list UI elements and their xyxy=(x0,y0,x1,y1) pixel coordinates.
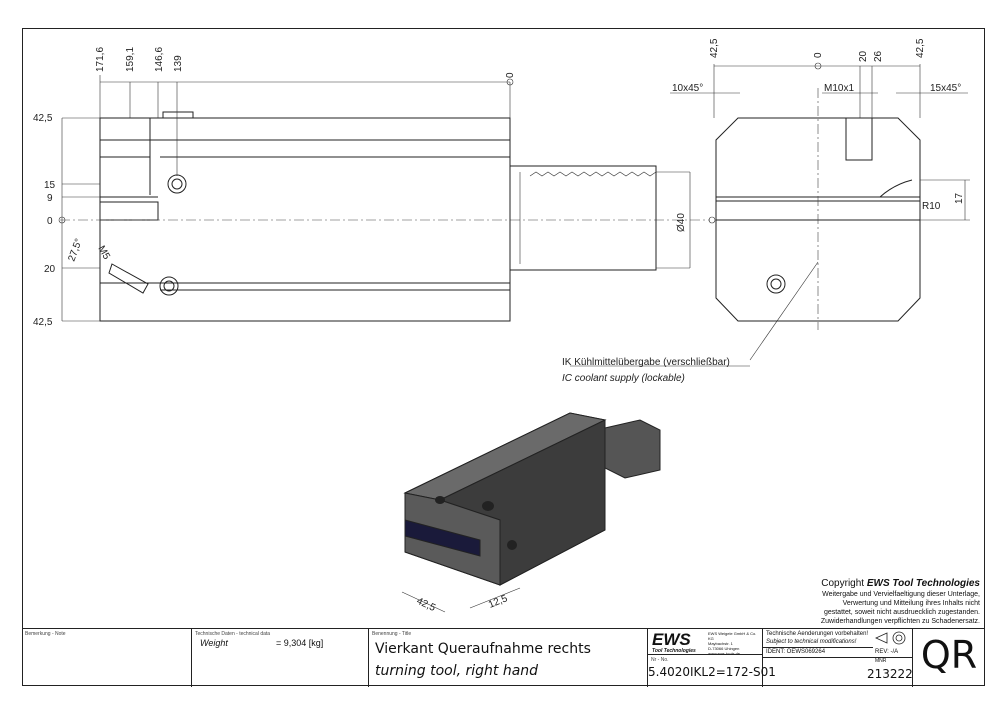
mnr-header: MNR xyxy=(875,658,887,664)
dim-42-5-top: 42,5 xyxy=(33,113,53,124)
rev-cell: REV: -/A MNR 213222 xyxy=(867,629,913,687)
copyright-line: Weitergabe und Vervielfaeltigung dieser … xyxy=(822,591,980,598)
radius-r10: R10 xyxy=(922,201,941,212)
dim-42-5-left-front: 42,5 xyxy=(709,38,720,58)
dim-139: 139 xyxy=(173,55,184,72)
dim-171-6: 171,6 xyxy=(95,47,106,72)
isometric-view xyxy=(401,412,661,613)
thread-m5: M5 xyxy=(95,244,112,262)
lower-screw xyxy=(159,276,179,296)
nr-header: Nr - No. xyxy=(651,657,669,663)
dim-42-5-bottom: 42,5 xyxy=(33,317,53,328)
dim-159-1: 159,1 xyxy=(125,47,136,72)
side-view xyxy=(58,75,710,322)
changes-cell: Technische Aenderungen vorbehalten! Subj… xyxy=(763,629,913,687)
front-view xyxy=(670,62,970,361)
projection-symbol-icon xyxy=(875,631,906,645)
insert-slot xyxy=(99,201,159,221)
changes-en: Subject to technical modifications! xyxy=(766,639,857,645)
company-line: D-73066 Uhingen xyxy=(708,646,740,651)
iso-dim-42-5: 42,5 xyxy=(415,596,438,614)
copyright-line: Verwertung und Mitteilung ihres Inhalts … xyxy=(842,600,980,607)
shank xyxy=(509,165,657,271)
format-code: QR xyxy=(920,633,978,677)
clamp-screw xyxy=(167,174,187,194)
rev: REV: -/A xyxy=(875,649,899,655)
thread-m10x1: M10x1 xyxy=(824,83,854,94)
remark-cell: Bemerkung - Note xyxy=(22,629,192,687)
changes-de: Technische Aenderungen vorbehalten! xyxy=(766,631,869,637)
diameter-40: Ø40 xyxy=(676,213,687,232)
dim-0-top: 0 xyxy=(505,72,516,78)
thread-port xyxy=(845,117,873,161)
angle-27-5: 27,5° xyxy=(66,237,84,263)
dim-20-front: 20 xyxy=(858,50,869,62)
weight-label: Weight xyxy=(200,638,228,648)
title-cell: Benennung - Title Vierkant Queraufnahme … xyxy=(369,629,648,687)
ident: IDENT: OEWS069264 xyxy=(766,649,826,655)
company-cell: EWS Tool Technologies EWS Weigele GmbH &… xyxy=(648,629,763,687)
drawing-sheet-border xyxy=(22,28,985,686)
dim-9: 9 xyxy=(47,193,53,204)
mnr-number: 213222 xyxy=(867,667,913,681)
copyright-line: gestattet, soweit nicht ausdruecklich zu… xyxy=(823,609,980,616)
dim-17: 17 xyxy=(954,192,965,204)
dim-15: 15 xyxy=(44,180,56,191)
copyright-notice: Copyright EWS Tool Technologies Weiterga… xyxy=(810,578,980,626)
copyright-brand: EWS Tool Technologies xyxy=(866,578,980,589)
title-en: turning tool, right hand xyxy=(375,663,539,679)
chamfer-10x45: 10x45° xyxy=(672,83,703,94)
coolant-label-en: IC coolant supply (lockable) xyxy=(562,373,685,384)
chamfer-15x45: 15x45° xyxy=(930,83,961,94)
copyright-line: Zuwiderhandlungen verpflichten zu Schade… xyxy=(820,618,980,625)
tech-header: Technische Daten - technical data xyxy=(195,631,271,637)
company-address: EWS Weigele GmbH & Co. KG Maybachstr. 1 … xyxy=(708,631,762,656)
dim-146-6: 146,6 xyxy=(154,47,165,72)
dim-0-left: 0 xyxy=(47,216,53,227)
company-line: EWS Weigele GmbH & Co. KG xyxy=(708,631,757,641)
weight-value: = 9,304 [kg] xyxy=(276,638,324,648)
front-outline xyxy=(715,117,921,322)
logo-text: EWS xyxy=(652,630,691,649)
title-block: Bemerkung - Note Technische Daten - tech… xyxy=(22,628,985,687)
part-number: 5.4020IKL2=172-S01 xyxy=(648,665,776,679)
company-line: www.ews-tools.de xyxy=(708,651,741,656)
remark-header: Bemerkung - Note xyxy=(25,631,66,637)
company-line: Maybachstr. 1 xyxy=(708,641,733,646)
logo-sub: Tool Technologies xyxy=(652,648,696,654)
dim-0-front: 0 xyxy=(813,52,824,58)
copyright-prefix: Copyright xyxy=(821,578,867,589)
title-header: Benennung - Title xyxy=(372,631,412,637)
dim-20: 20 xyxy=(44,264,56,275)
title-de: Vierkant Queraufnahme rechts xyxy=(375,641,591,657)
ews-logo: EWS Tool Technologies xyxy=(652,630,706,654)
dim-42-5-right-front: 42,5 xyxy=(915,38,926,58)
dim-26-front: 26 xyxy=(873,50,884,62)
coolant-label-de: IK Kühlmittelübergabe (verschließbar) xyxy=(562,357,730,368)
iso-dim-12-5: 12,5 xyxy=(487,593,510,611)
tech-data-cell: Technische Daten - technical data Weight… xyxy=(192,629,369,687)
